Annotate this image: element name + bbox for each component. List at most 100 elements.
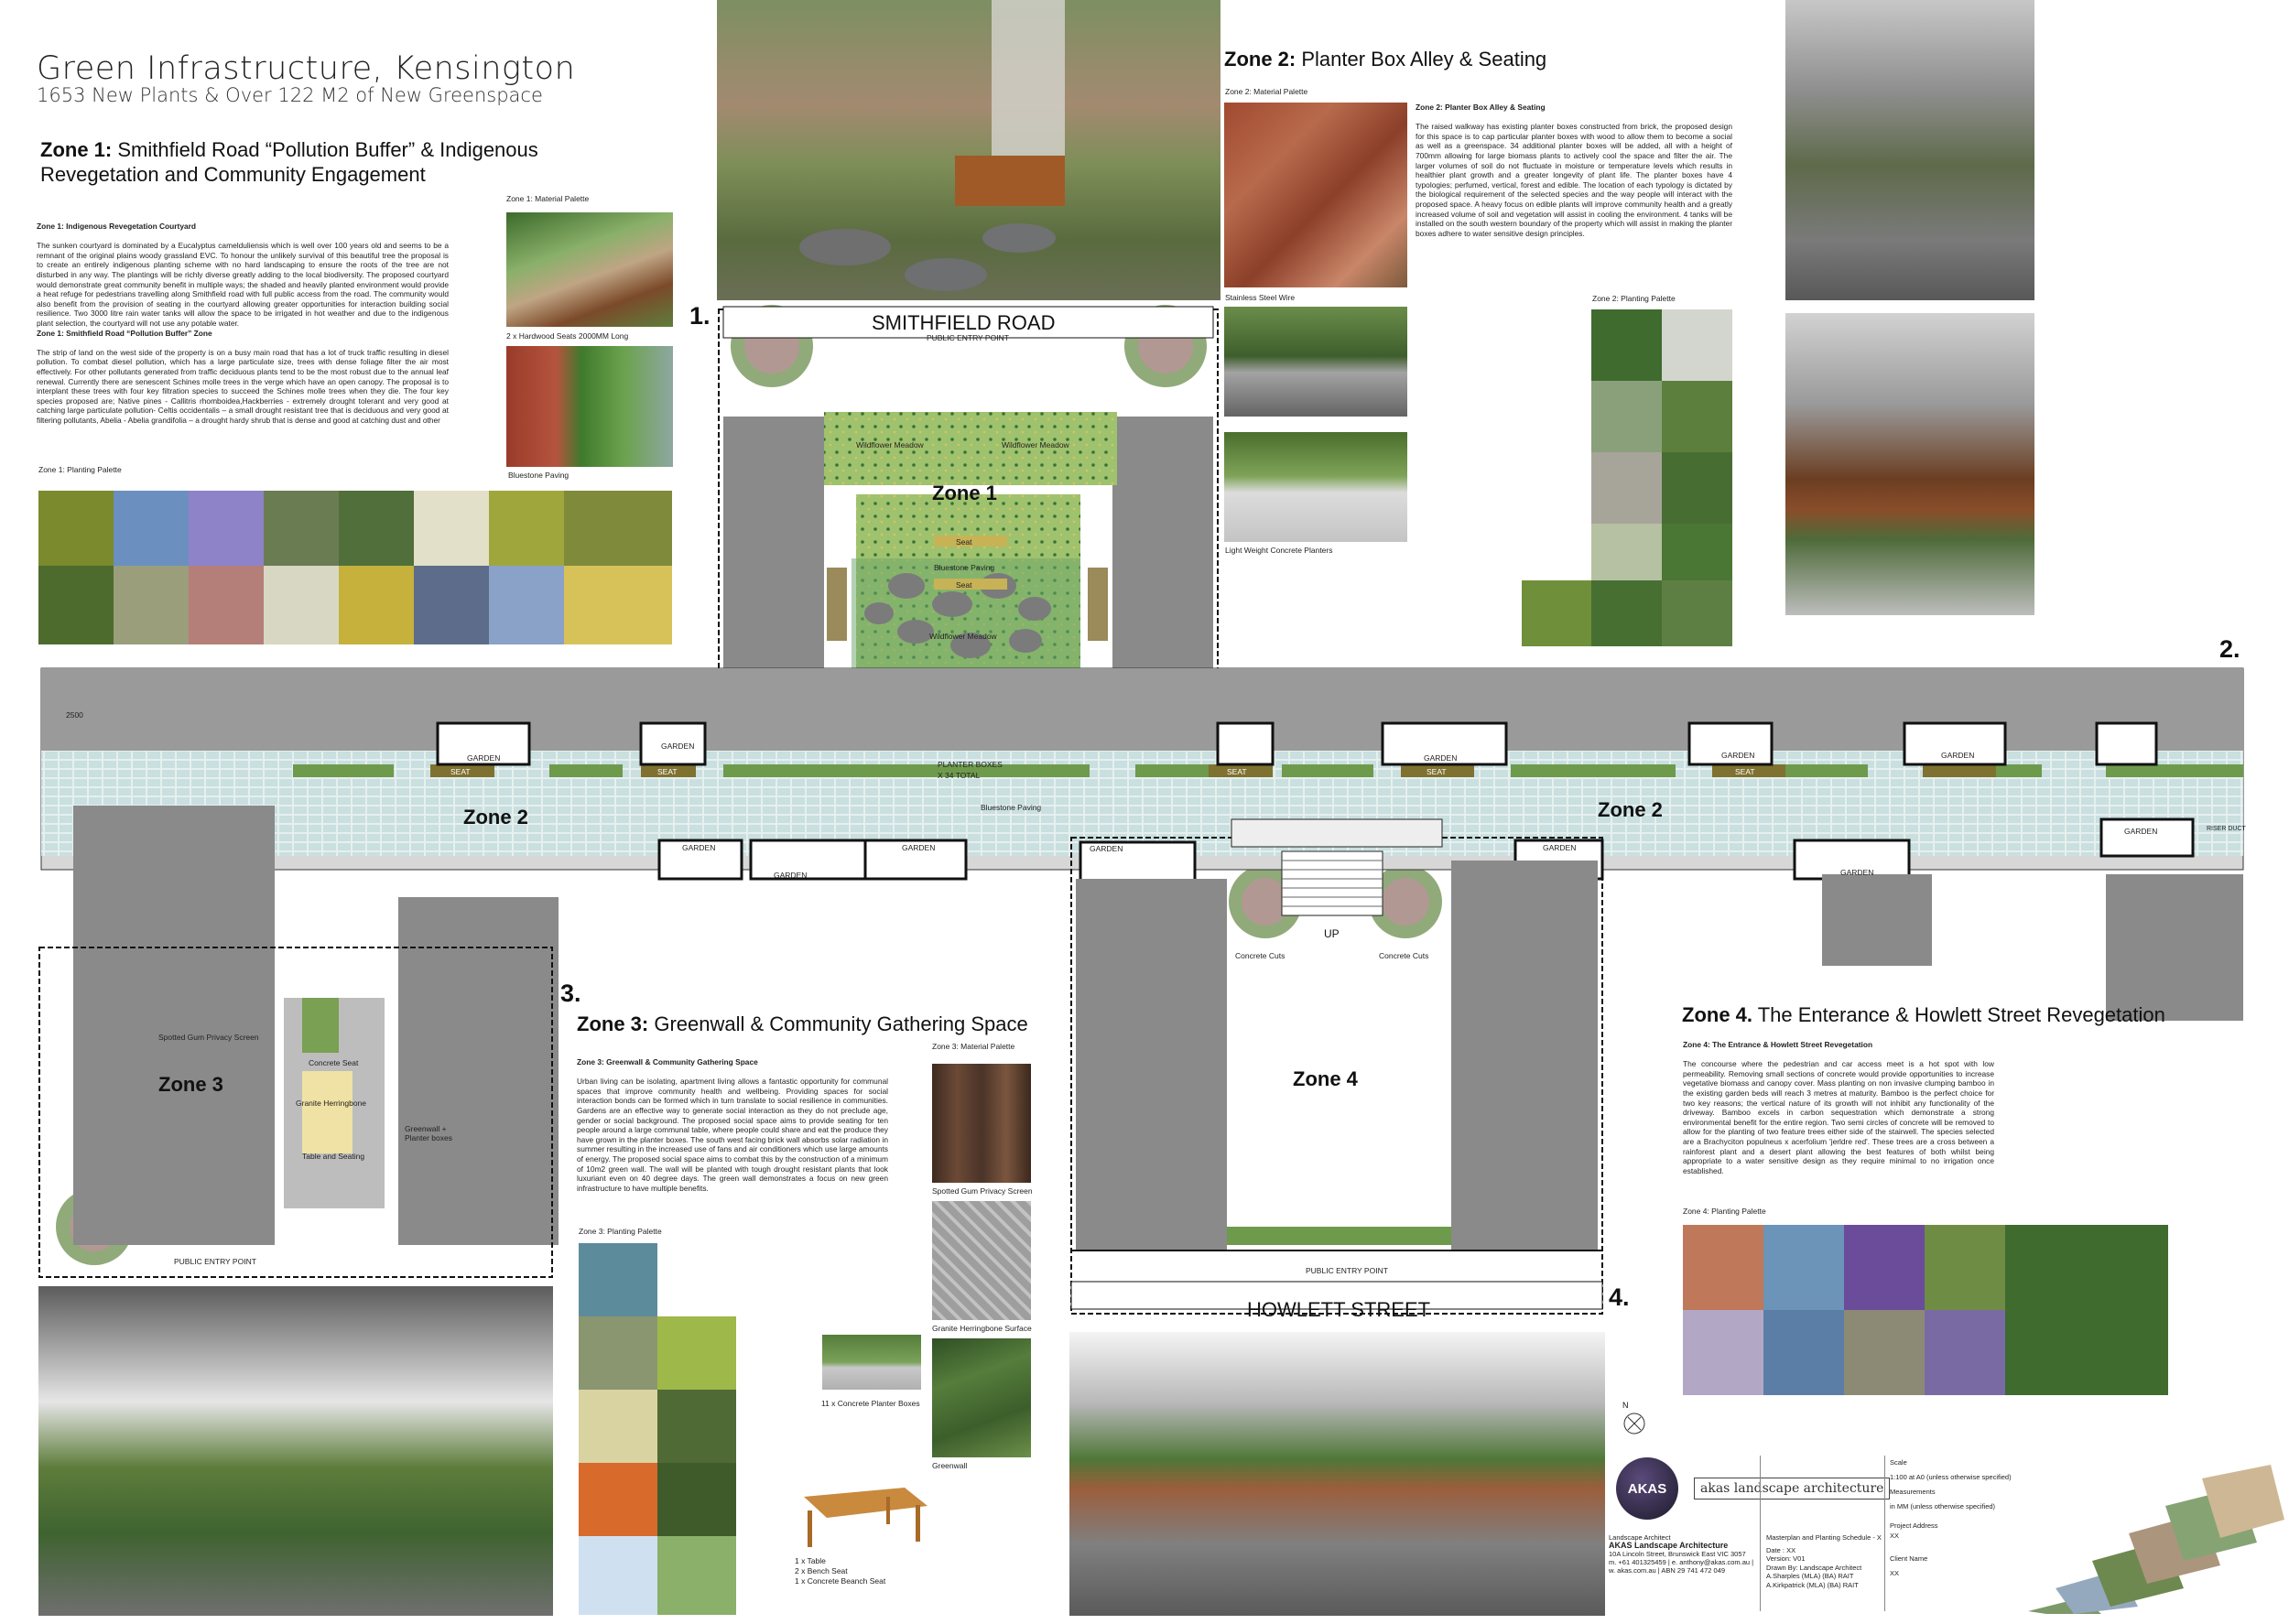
seat-caps-2: SEAT [657, 767, 678, 776]
garden-label-11: GARDEN [2124, 827, 2158, 836]
zone4-planting-palette-label: Zone 4: Planting Palette [1683, 1207, 1766, 1216]
page-title: Green Infrastructure, Kensington [37, 50, 576, 87]
steel-wire-photo [1224, 307, 1407, 417]
spotted-gum-plan-label: Spotted Gum Privacy Screen [158, 1033, 259, 1042]
seat-caps-3: SEAT [1227, 767, 1247, 776]
seat-caps-5: SEAT [1735, 767, 1755, 776]
zone4-p-title: Zone 4: The Entrance & Howlett Street Re… [1683, 1040, 1873, 1049]
seat-label-2: Seat [956, 580, 972, 590]
architect-web: w. akas.com.au | ABN 29 741 472 049 [1609, 1566, 1726, 1575]
furniture-item: 1 x Table [795, 1556, 826, 1565]
zone1-plan-label: Zone 1 [932, 482, 997, 504]
greenwall-plan-label: Greenwall + Planter boxes [405, 1124, 452, 1142]
garden-label-8: GARDEN [774, 871, 808, 880]
riser-duct-label: RISER DUCT [2207, 826, 2246, 832]
zone1-planting-palette [38, 491, 672, 644]
zone2-p-body: The raised walkway has existing planter … [1416, 122, 1732, 238]
spotted-gum-screen-photo [932, 1064, 1031, 1183]
zone4-p-body: The concourse where the pedestrian and c… [1683, 1059, 1994, 1175]
zone1-paving-caption: Bluestone Paving [508, 471, 570, 480]
plan-number-1: 1. [689, 302, 711, 330]
zone3-granite-caption: Granite Herringbone Surface [932, 1324, 1032, 1333]
stairs-up-label: UP [1324, 927, 1340, 940]
greenwall-photo [932, 1338, 1031, 1457]
zone2-description: Zone 2: Planter Box Alley & Seating The … [1416, 103, 1732, 238]
wildflower-right-label: Wildflower Meadow [1002, 440, 1069, 449]
garden-label-6: GARDEN [682, 843, 716, 852]
zone1-p1-body: The sunken courtyard is dominated by a E… [37, 241, 449, 328]
planter-seat-photo [1785, 313, 2034, 615]
zone2-plan-label-right: Zone 2 [1598, 798, 1663, 821]
planter-boxes-label: PLANTER BOXES [938, 760, 1003, 769]
granite-herringbone-photo [932, 1201, 1031, 1320]
zone1-planting-mosaic [38, 491, 672, 644]
zone1-p2-title: Zone 1: Smithfield Road “Pollution Buffe… [37, 328, 212, 338]
meas-value: in MM (unless otherwise specified) [1890, 1502, 1996, 1510]
architect-company: AKAS Landscape Architecture [1609, 1541, 1729, 1550]
zone4-planting-mosaic [1683, 1225, 2168, 1395]
alley-photo [1785, 0, 2034, 300]
zone2-planting-mosaic [1522, 309, 1732, 646]
plan-number-2: 2. [2219, 635, 2240, 663]
wildflower-left-label: Wildflower Meadow [856, 440, 924, 449]
table-plan-label: Table and Seating [302, 1152, 365, 1161]
zone2-material-palette-label: Zone 2: Material Palette [1225, 87, 1308, 96]
architect-address: 10A Lincoln Street, Brunswick East VIC 3… [1609, 1550, 1746, 1558]
architect-phone: m. +61 401325459 | e. anthony@akas.com.a… [1609, 1558, 1754, 1566]
architect-role: Landscape Architect [1609, 1533, 1671, 1542]
schedule-version: Version: V01 [1766, 1554, 1806, 1563]
zone3-planting-mosaic [579, 1243, 736, 1615]
public-entry-west-label: PUBLIC ENTRY POINT [174, 1257, 256, 1266]
project-label: Project Address [1890, 1521, 1938, 1530]
zone2-planters-caption: Light Weight Concrete Planters [1225, 546, 1333, 555]
title-divider-2 [1884, 1456, 1885, 1611]
planter-boxes-count: X 34 TOTAL [938, 771, 981, 780]
zone4-description: Zone 4: The Entrance & Howlett Street Re… [1683, 1040, 1994, 1175]
zone2-wire-caption: Stainless Steel Wire [1225, 293, 1296, 302]
seat-label-1: Seat [956, 537, 972, 547]
schedule-title: Masterplan and Planting Schedule - X [1766, 1533, 1882, 1542]
public-entry-top-label: PUBLIC ENTRY POINT [927, 333, 1009, 342]
zone3-description: Zone 3: Greenwall & Community Gathering … [577, 1057, 888, 1193]
brick-wall-photo [1224, 103, 1407, 287]
smithfield-road-label: SMITHFIELD ROAD [872, 311, 1056, 334]
zone1-description: Zone 1: Indigenous Revegetation Courtyar… [37, 222, 449, 425]
schedule-date: Date : XX [1766, 1545, 1796, 1554]
zone3-plan-label: Zone 3 [158, 1073, 223, 1096]
concrete-planters-photo [1224, 432, 1407, 542]
zone3-screen-caption: Spotted Gum Privacy Screen [932, 1186, 1033, 1196]
zone3-greenwall-caption: Greenwall [932, 1461, 968, 1470]
greenwall-render-photo [38, 1286, 553, 1616]
scale-value: 1:100 at A0 (unless otherwise specified) [1890, 1473, 2012, 1481]
zone3-material-palette-label: Zone 3: Material Palette [932, 1042, 1015, 1051]
concrete-planter-photo [822, 1335, 921, 1390]
plan-number-4: 4. [1609, 1283, 1630, 1311]
page-subtitle: 1653 New Plants & Over 122 M2 of New Gre… [37, 84, 543, 106]
zone4-plan-label: Zone 4 [1293, 1067, 1358, 1090]
schedule-drawn3: A.Kirkpatrick (MLA) (BA) RAIT [1766, 1580, 1859, 1589]
zone3-planting-palette-label: Zone 3: Planting Palette [579, 1227, 662, 1236]
plan-number-3: 3. [560, 980, 581, 1007]
garden-label-1: GARDEN [467, 753, 501, 763]
zone1-seats-caption: 2 x Hardwood Seats 2000MM Long [506, 331, 629, 341]
schedule-block: Masterplan and Planting Schedule - X Dat… [1766, 1533, 1885, 1589]
scale-label: Scale [1890, 1458, 1907, 1467]
concrete-cuts-left: Concrete Cuts [1235, 951, 1286, 960]
wildflower-center-label: Wildflower Meadow [929, 632, 997, 641]
concrete-seat-plan-label: Concrete Seat [309, 1058, 359, 1067]
project-value: XX [1890, 1532, 1900, 1540]
architect-block: Landscape Architect AKAS Landscape Archi… [1609, 1533, 1753, 1575]
title-divider [1760, 1456, 1761, 1611]
schedule-drawn: Drawn By: Landscape Architect [1766, 1563, 1862, 1572]
zone3-p-body: Urban living can be isolating, apartment… [577, 1077, 888, 1193]
meas-label: Measurements [1890, 1488, 1936, 1496]
granite-plan-label: Granite Herringbone [296, 1099, 367, 1108]
garden-label-2: GARDEN [661, 742, 695, 751]
bluestone-corridor-label: Bluestone Paving [981, 803, 1042, 812]
courtyard-render-photo [717, 0, 1220, 300]
zone2-planting-palette-label: Zone 2: Planting Palette [1592, 294, 1676, 303]
north-arrow: N [1622, 1401, 1646, 1435]
zone2-plan-label-left: Zone 2 [463, 806, 528, 828]
north-label: N [1622, 1401, 1629, 1410]
hardwood-seat-photo [506, 212, 673, 327]
